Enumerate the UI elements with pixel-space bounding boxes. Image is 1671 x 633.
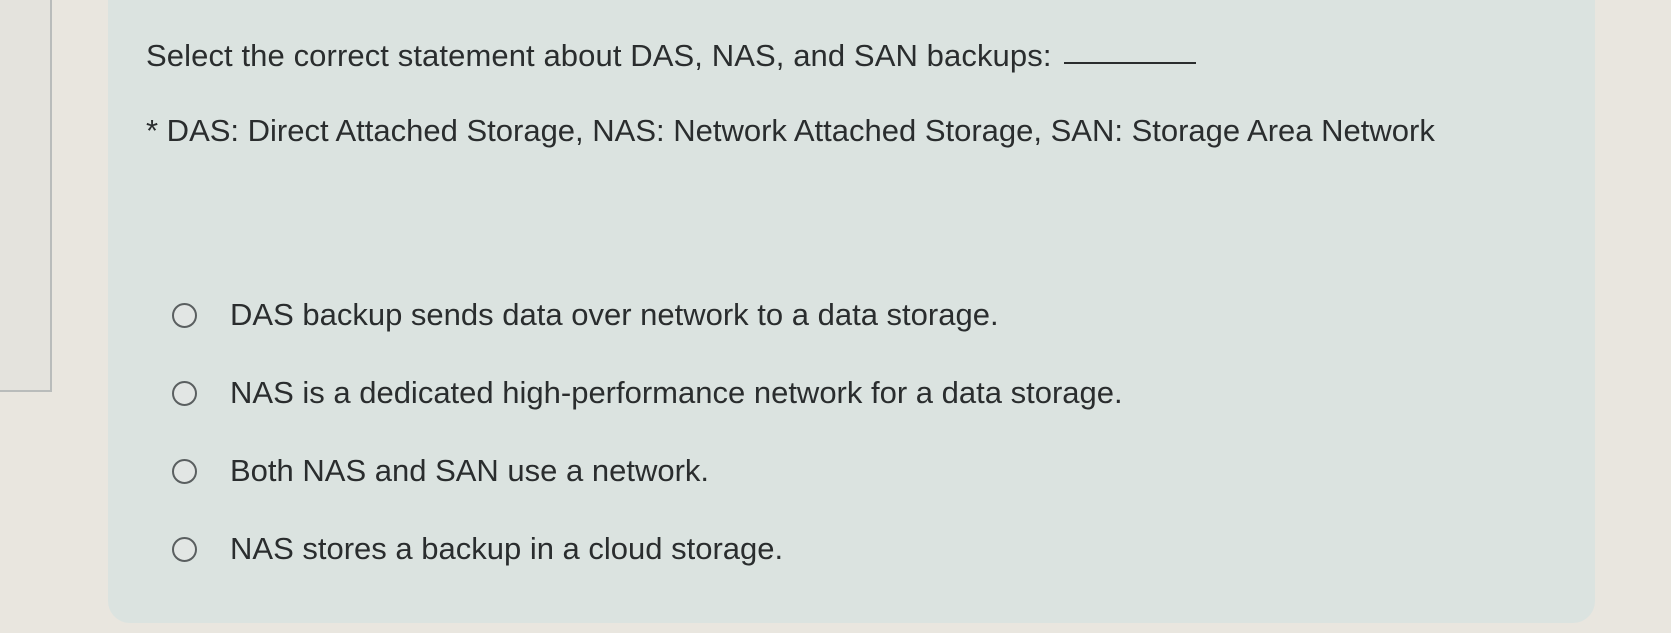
answer-options: DAS backup sends data over network to a … bbox=[172, 276, 1123, 588]
option-label: NAS stores a backup in a cloud storage. bbox=[230, 531, 784, 566]
question-text: Select the correct statement about DAS, … bbox=[146, 38, 1052, 73]
option-das-network[interactable]: DAS backup sends data over network to a … bbox=[172, 276, 1123, 354]
radio-unchecked-icon[interactable] bbox=[172, 536, 197, 562]
abbreviation-note: * DAS: Direct Attached Storage, NAS: Net… bbox=[146, 113, 1435, 148]
option-nas-san-network[interactable]: Both NAS and SAN use a network. bbox=[172, 432, 1123, 510]
radio-unchecked-icon[interactable] bbox=[172, 458, 197, 484]
option-label: NAS is a dedicated high-performance netw… bbox=[230, 375, 1123, 410]
radio-unchecked-icon[interactable] bbox=[172, 380, 197, 406]
question-card bbox=[108, 0, 1595, 623]
question-prompt: Select the correct statement about DAS, … bbox=[146, 38, 1196, 74]
option-label: DAS backup sends data over network to a … bbox=[230, 297, 999, 332]
answer-blank bbox=[1063, 62, 1196, 64]
left-edge-panel bbox=[0, 0, 52, 392]
radio-unchecked-icon[interactable] bbox=[172, 302, 197, 328]
option-nas-dedicated-network[interactable]: NAS is a dedicated high-performance netw… bbox=[172, 354, 1123, 432]
option-label: Both NAS and SAN use a network. bbox=[230, 453, 710, 488]
option-nas-cloud[interactable]: NAS stores a backup in a cloud storage. bbox=[172, 510, 1123, 588]
